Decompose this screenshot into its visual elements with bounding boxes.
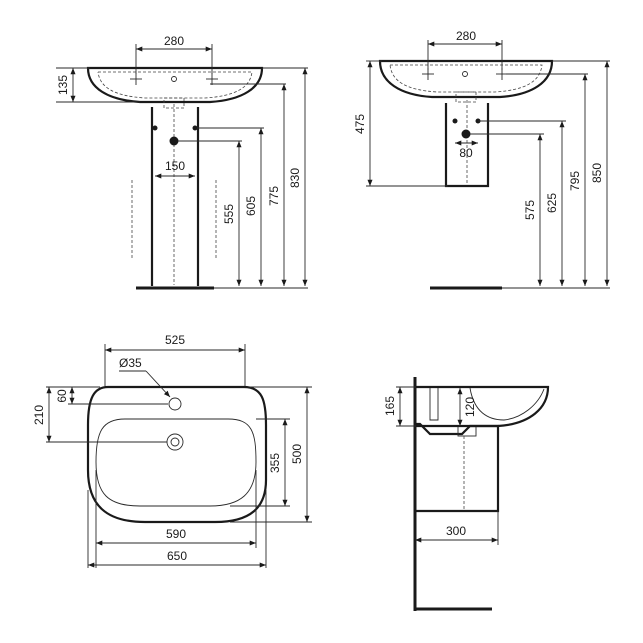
dim-60: 60 <box>55 389 69 403</box>
pedestal-side-outline <box>415 424 500 513</box>
tap-hole-right-icon <box>206 73 218 85</box>
pedestal-front-view: 280 135 150 555 605 775 830 <box>56 34 308 290</box>
dim-basin-hole-spacing-2: 280 <box>456 29 476 43</box>
dim-795: 795 <box>568 171 582 191</box>
fixing-hole-right-icon <box>192 125 198 131</box>
dim-775: 775 <box>267 186 281 206</box>
dim-pedestal-hole-spacing: 150 <box>165 159 185 173</box>
pipe-hole-icon <box>169 136 179 146</box>
dim-80: 80 <box>459 146 473 160</box>
tap-hole-icon <box>168 397 182 411</box>
dim-basin-height: 135 <box>56 75 70 95</box>
waste-hole-outer <box>166 433 184 451</box>
dim-210: 210 <box>32 405 46 425</box>
dim-120: 120 <box>463 397 477 417</box>
dim-475: 475 <box>353 114 367 134</box>
dim-625: 625 <box>545 193 559 213</box>
semi-pedestal-outline <box>444 103 490 188</box>
waste-hole-inner <box>170 437 180 447</box>
tap-hole-left-icon <box>130 73 142 85</box>
dim-605: 605 <box>244 196 258 216</box>
side-view: 165 120 300 <box>383 377 550 611</box>
bowl-top-outline <box>95 418 257 507</box>
basin-outline <box>86 66 264 104</box>
dim-300: 300 <box>446 524 466 538</box>
top-view: 525 Ø35 60 210 355 500 590 650 <box>32 333 312 568</box>
dim-590: 590 <box>166 527 186 541</box>
basin-inner-bowl <box>97 71 253 99</box>
dim-850: 850 <box>590 163 604 183</box>
dim-650: 650 <box>167 549 187 563</box>
bowl-side-inner <box>469 387 545 421</box>
dim-500: 500 <box>290 444 304 464</box>
fixing-hole-left-icon <box>152 125 158 131</box>
semi-pedestal-front-view: 280 475 80 575 625 795 850 <box>353 29 610 290</box>
pedestal-outline <box>150 107 200 286</box>
center-hole-icon <box>171 76 177 82</box>
dim-830: 830 <box>288 168 302 188</box>
dim-555: 555 <box>222 204 236 224</box>
dim-tap-hole: Ø35 <box>119 356 142 370</box>
dim-355: 355 <box>268 453 282 473</box>
waste-outlet <box>163 97 185 109</box>
dim-575: 575 <box>523 200 537 220</box>
dim-basin-hole-spacing: 280 <box>164 34 184 48</box>
basin-top-outline <box>86 385 268 524</box>
dim-525: 525 <box>165 333 185 347</box>
basin-side-outline <box>415 385 550 436</box>
dim-165: 165 <box>383 396 397 416</box>
